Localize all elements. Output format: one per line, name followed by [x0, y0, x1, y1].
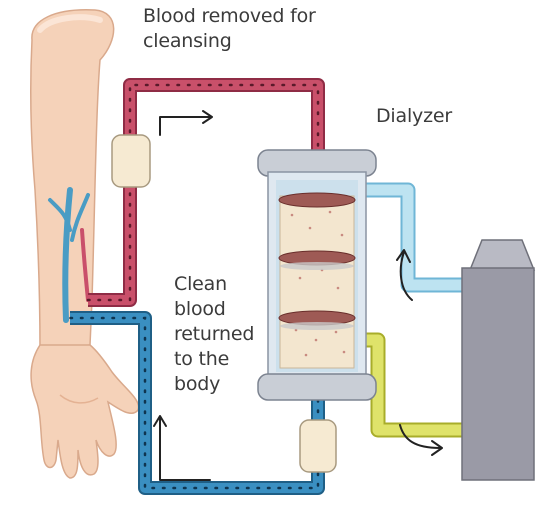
arterial-drip-chamber	[112, 135, 150, 187]
dialysate-in-line	[355, 190, 470, 285]
clean-blood-label-line1: Clean	[174, 272, 254, 297]
filter-core	[280, 196, 354, 368]
blood-removed-label-line1: Blood removed for	[143, 4, 316, 29]
arm-illustration	[31, 10, 139, 478]
clean-blood-label-line4: to the	[174, 347, 254, 372]
arrow-right-icon	[160, 111, 212, 135]
machine-body	[462, 268, 534, 480]
dialyzer-label: Dialyzer	[376, 104, 452, 129]
clean-blood-label-line3: returned	[174, 322, 254, 347]
machine-top	[470, 240, 534, 270]
dialyzer	[258, 150, 376, 400]
clean-blood-label-line5: body	[174, 372, 254, 397]
dialyzer-label-text: Dialyzer	[376, 104, 452, 129]
arrow-up-icon	[154, 416, 210, 480]
clean-blood-label: Clean blood returned to the body	[174, 272, 254, 397]
venous-drip-chamber	[300, 420, 336, 472]
dialysis-machine	[462, 240, 534, 480]
blood-removed-label-line2: cleansing	[143, 29, 316, 54]
clean-blood-label-line2: blood	[174, 297, 254, 322]
blood-removed-label: Blood removed for cleansing	[143, 4, 316, 54]
hand	[31, 345, 139, 478]
dialyzer-bottom-cap	[258, 374, 376, 400]
